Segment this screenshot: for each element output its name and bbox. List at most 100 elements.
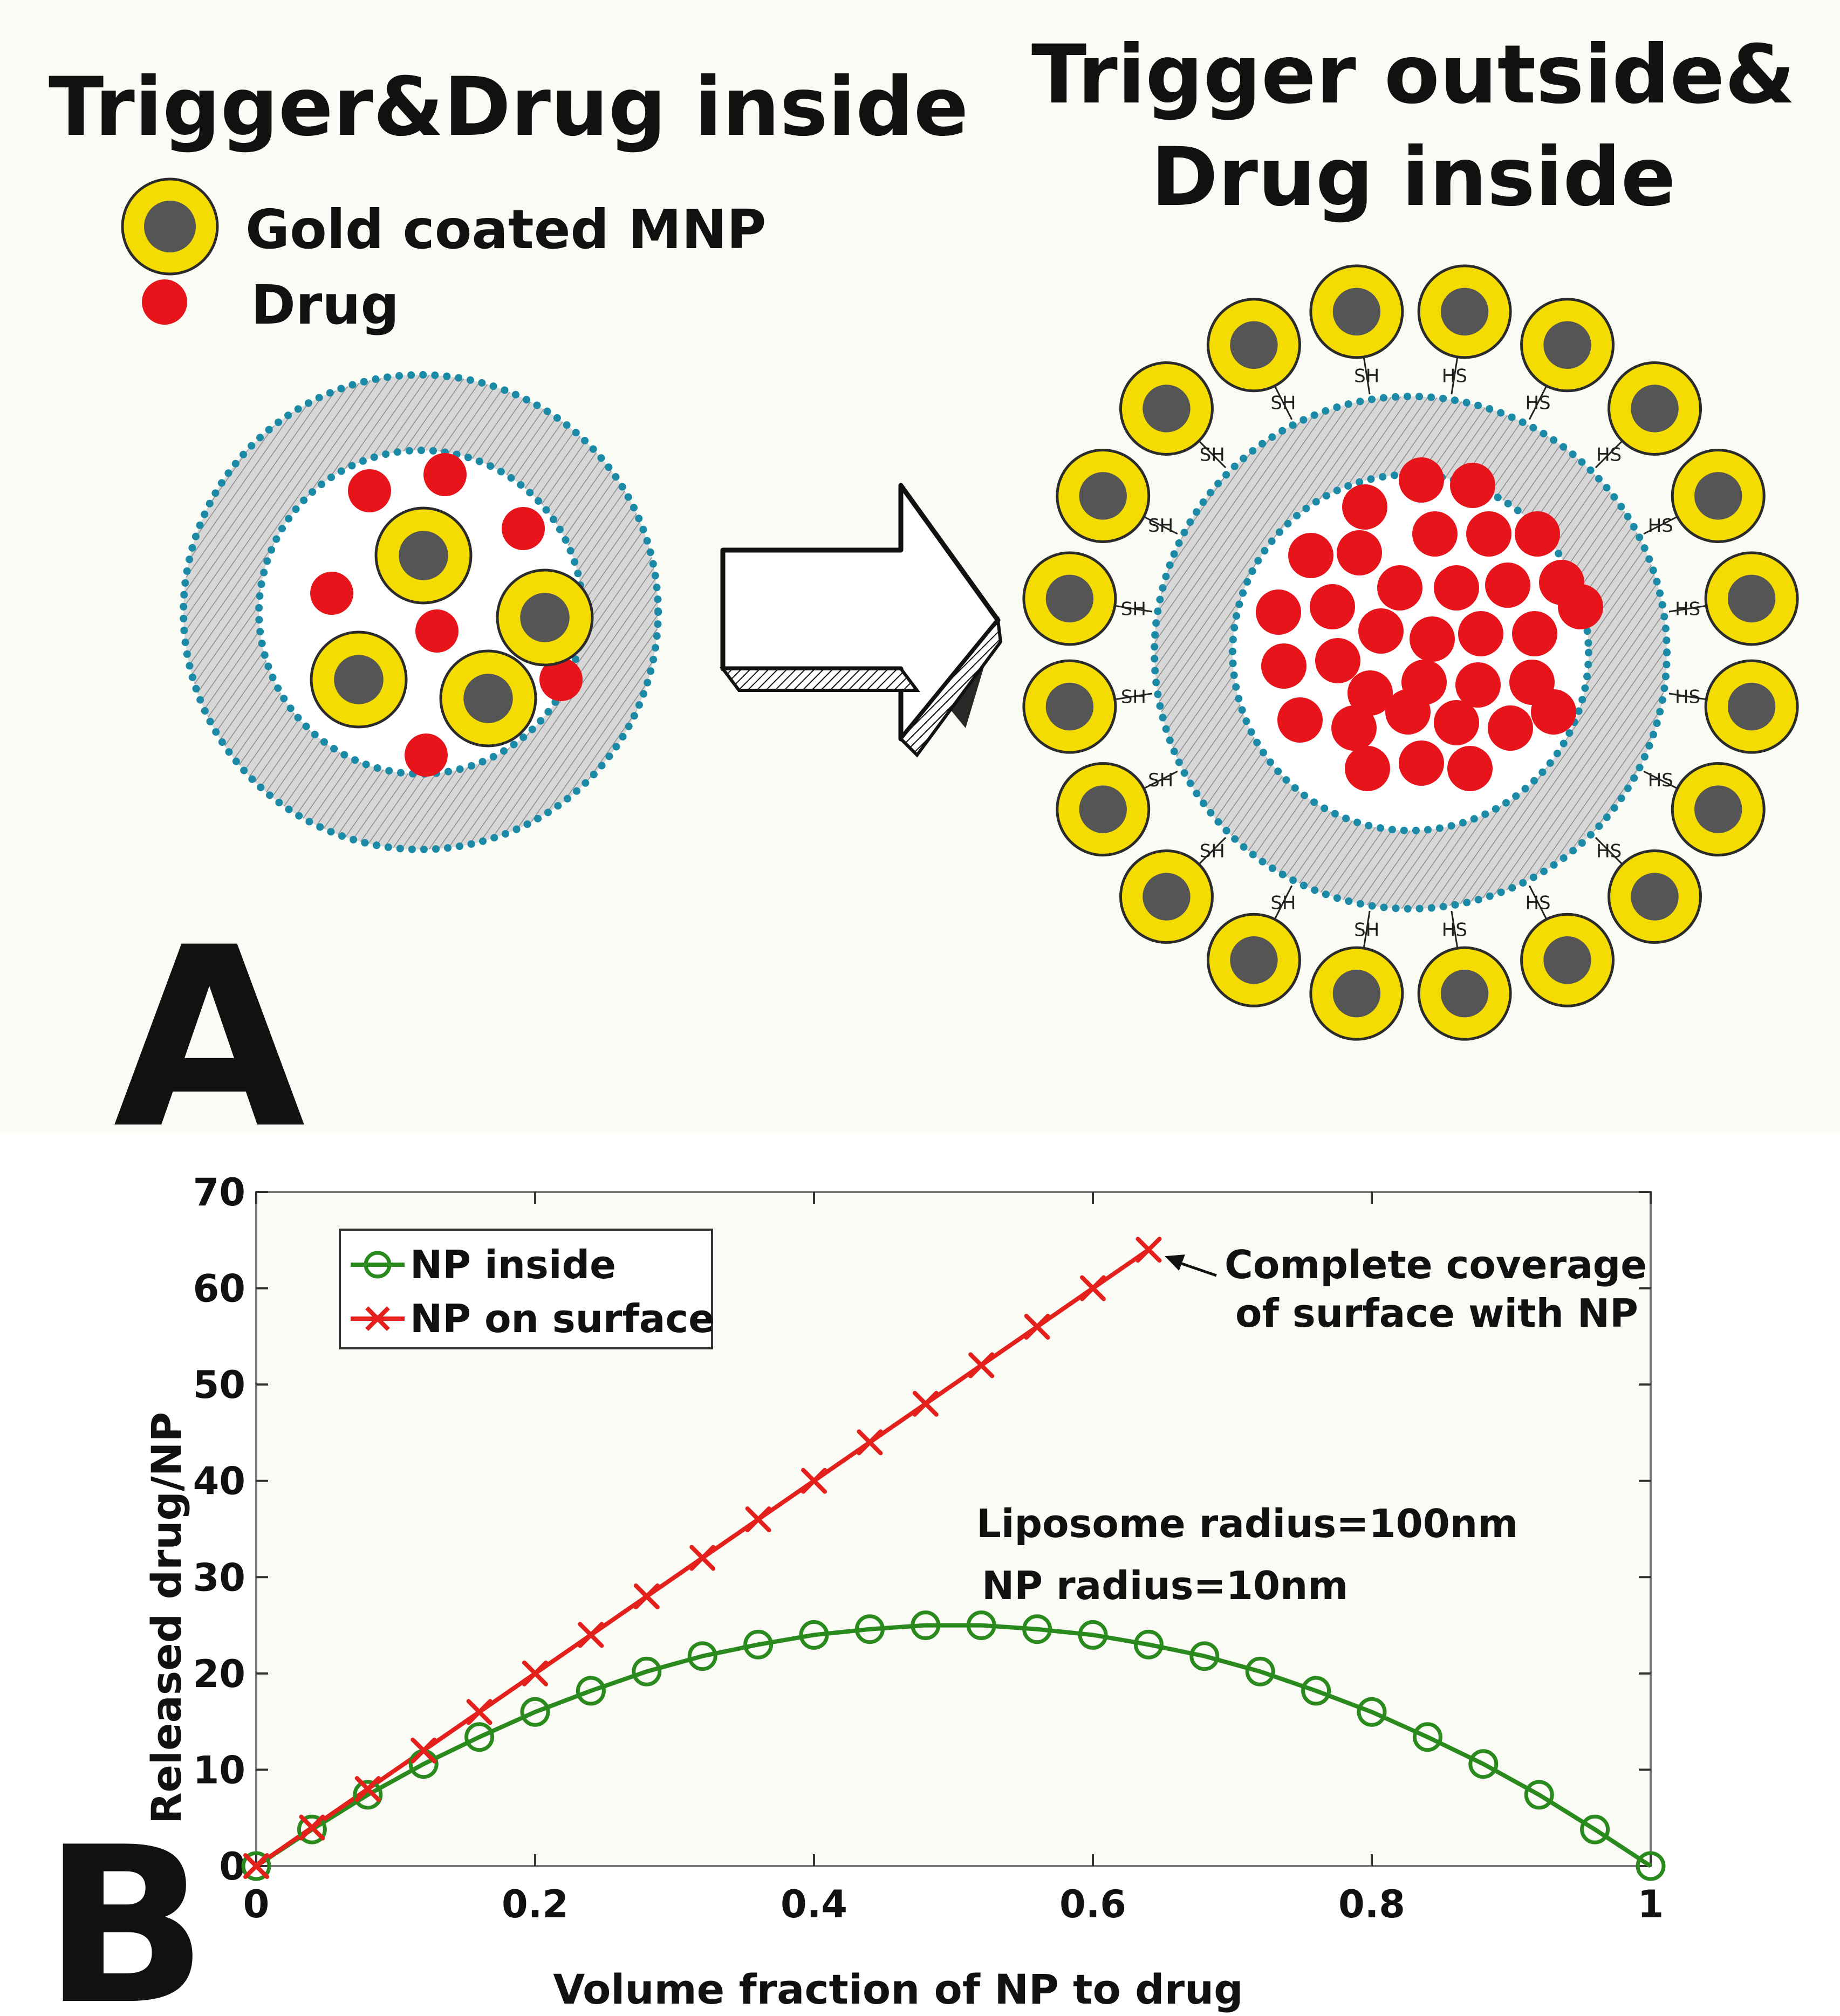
data-point-np-on-surface: [968, 1352, 995, 1379]
data-point-np-inside: [1022, 1614, 1052, 1644]
magnetic-core-icon: [1631, 873, 1679, 921]
magnetic-core-icon: [144, 201, 196, 252]
surface-gold-np: [1309, 264, 1404, 359]
y-tick-label: 10: [193, 1748, 245, 1792]
y-tick-label: 50: [193, 1363, 245, 1407]
data-point-np-on-surface: [466, 1699, 493, 1725]
x-tick-label: 1: [1638, 1882, 1664, 1926]
surface-gold-np: [1056, 448, 1151, 543]
drug-molecule-icon: [1347, 670, 1393, 716]
surface-gold-np: [1119, 361, 1214, 456]
data-point-np-inside: [241, 1851, 271, 1881]
series-layer: [241, 1237, 1666, 1881]
x-tick-label: 0.4: [781, 1882, 847, 1926]
linker-label: SH: [1121, 599, 1146, 620]
linker-label: SH: [1200, 444, 1225, 465]
drug-molecule-icon: [539, 658, 583, 701]
magnetic-core-icon: [1230, 936, 1278, 984]
data-point-np-inside: [1580, 1814, 1610, 1844]
y-tick-label: 30: [193, 1555, 245, 1600]
magnetic-core-icon: [1079, 472, 1127, 520]
surface-gold-np: [1206, 298, 1301, 393]
surface-gold-np: [1309, 946, 1404, 1041]
legend-label-np-inside: NP inside: [410, 1242, 616, 1287]
data-point-np-inside: [1245, 1656, 1275, 1686]
drug-molecule-icon: [1399, 457, 1444, 503]
surface-gold-np: [1417, 264, 1512, 359]
linker-label: SH: [1200, 841, 1225, 862]
drug-molecule-icon: [1377, 565, 1422, 611]
thiol-linker: [1668, 605, 1707, 613]
data-point-np-inside: [1189, 1641, 1220, 1671]
x-tick-label: 0.2: [502, 1882, 569, 1926]
y-tick-label: 70: [193, 1170, 245, 1215]
surface-gold-np: [1206, 913, 1301, 1007]
linker-label: HS: [1442, 920, 1467, 941]
left-title: Trigger&Drug inside: [49, 60, 968, 154]
chart-legend: NP inside NP on surface: [339, 1229, 715, 1349]
legend-gold-label: Gold coated MNP: [245, 198, 766, 261]
drug-molecule-icon: [1412, 511, 1458, 557]
data-point-np-inside: [353, 1780, 383, 1810]
thiol-linker: [1143, 516, 1178, 535]
legend-gold-nanoparticle: [121, 177, 219, 276]
y-tick-label: 0: [219, 1844, 245, 1889]
legend-label-np-surface: NP on surface: [410, 1296, 715, 1341]
surface-gold-np: [1417, 946, 1512, 1041]
thiol-linker: [1114, 605, 1153, 613]
magnetic-core-icon: [463, 674, 513, 723]
magnetic-core-icon: [1332, 969, 1381, 1018]
drug-molecule-icon: [1385, 689, 1431, 735]
data-point-np-inside: [297, 1814, 327, 1844]
data-point-np-on-surface: [745, 1506, 771, 1533]
drug-molecule-icon: [310, 572, 353, 615]
linker-label: SH: [1148, 770, 1173, 791]
y-tick-label: 20: [193, 1652, 245, 1696]
thiol-linker: [1143, 770, 1178, 790]
thiol-linker: [1595, 836, 1623, 865]
y-axis-label: Released drug/NP: [142, 1412, 190, 1824]
data-point-np-inside: [799, 1620, 829, 1650]
coverage-annotation-line1: Complete coverage: [1225, 1242, 1647, 1287]
y-tick-label: 40: [193, 1459, 245, 1504]
data-point-np-inside: [687, 1641, 717, 1671]
linker-label: HS: [1442, 365, 1467, 387]
liposome-radius-annotation: Liposome radius=100nm: [976, 1501, 1518, 1546]
legend-drug-icon: [142, 279, 187, 325]
surface-gold-np: [1704, 659, 1799, 754]
data-point-np-inside: [1636, 1851, 1666, 1881]
linker-label: SH: [1121, 686, 1146, 708]
data-point-np-inside: [576, 1676, 606, 1706]
data-point-np-on-surface: [578, 1622, 604, 1648]
data-point-np-inside: [1468, 1749, 1499, 1779]
magnetic-core-icon: [1694, 472, 1742, 520]
data-point-np-on-surface: [1136, 1237, 1162, 1263]
data-point-np-on-surface: [912, 1390, 939, 1417]
thiol-linker: [1668, 692, 1707, 701]
drug-molecule-icon: [1261, 643, 1307, 689]
magnetic-core-icon: [1143, 873, 1191, 921]
legend-box: [339, 1229, 713, 1349]
data-point-np-inside: [632, 1656, 662, 1686]
surface-gold-np: [1671, 762, 1766, 857]
data-point-np-on-surface: [1024, 1314, 1050, 1340]
data-point-np-on-surface: [243, 1853, 269, 1879]
drug-molecule-icon: [1310, 584, 1355, 629]
drug-molecule-icon: [1531, 689, 1576, 735]
thiol-linker: [1114, 692, 1153, 701]
linker-label: HS: [1648, 770, 1673, 791]
drug-molecule-icon: [502, 507, 545, 550]
surface-gold-np: [1704, 551, 1799, 646]
data-point-np-on-surface: [1080, 1275, 1106, 1301]
drug-molecule-icon: [423, 453, 467, 496]
drug-molecule-icon: [1277, 697, 1323, 743]
internal-gold-np: [439, 649, 537, 748]
drug-molecule-icon: [1447, 746, 1493, 791]
drug-molecule-icon: [1410, 616, 1455, 662]
drug-molecule-icon: [1331, 705, 1377, 751]
drug-molecule-icon: [1485, 563, 1530, 608]
data-point-np-inside: [911, 1610, 941, 1641]
